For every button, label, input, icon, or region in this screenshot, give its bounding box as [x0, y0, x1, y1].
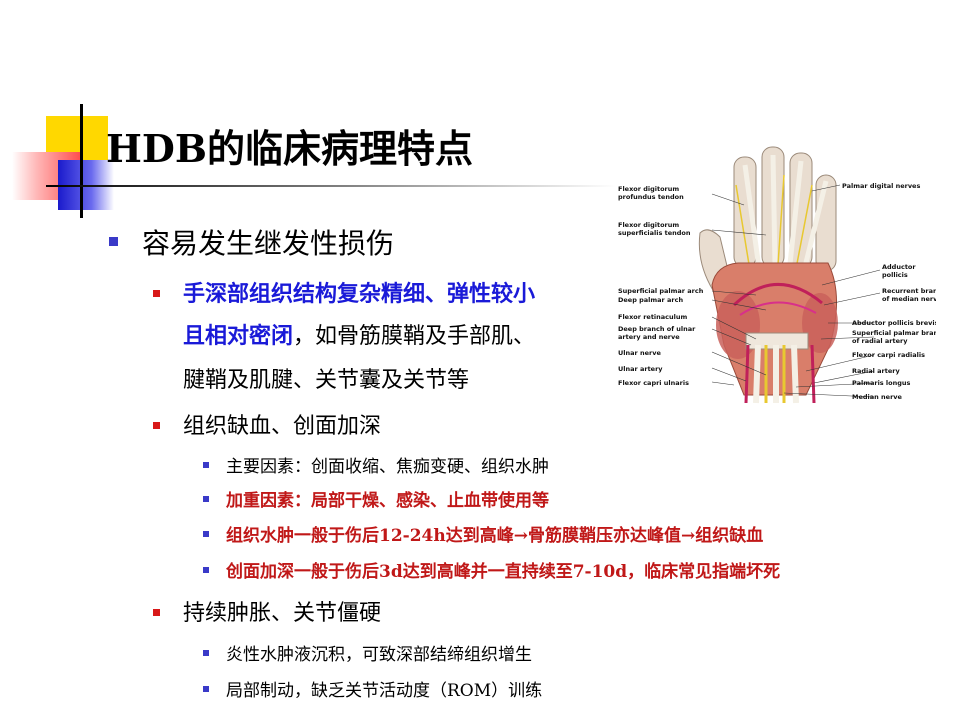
figure-label: Recurrent branch	[882, 287, 936, 295]
figure-label: Deep branch of ulnar	[618, 325, 696, 333]
figure-label: Radial artery	[852, 367, 900, 375]
figure-label: Superficial palmar branch	[852, 329, 936, 337]
figure-label: superficialis tendon	[618, 229, 691, 237]
bullet-marker	[153, 290, 160, 297]
bullet-marker	[203, 496, 209, 502]
bullet-marker	[153, 609, 160, 616]
figure-label: Flexor digitorum	[618, 185, 679, 193]
bullet-marker	[203, 567, 209, 573]
bullet-marker	[203, 462, 209, 468]
list-item: 创面加深一般于伤后3d达到高峰并一直持续至7-10d，临床常见指端坏死	[226, 562, 781, 582]
figure-label: Ulnar artery	[618, 365, 663, 373]
figure-label: artery and nerve	[618, 333, 680, 341]
title-underline	[46, 185, 616, 187]
figure-label: Adductor	[882, 263, 916, 271]
figure-label: Flexor carpi radialis	[852, 351, 925, 359]
figure-label: Flexor capri ulnaris	[618, 379, 689, 387]
slide-title: HDB的临床病理特点	[106, 126, 473, 171]
bullet-marker	[109, 237, 118, 246]
list-item-line2: 且相对密闭，如骨筋膜鞘及手部肌、	[183, 318, 535, 350]
figure-label: of radial artery	[852, 337, 908, 345]
bullet-marker	[203, 531, 209, 537]
list-item-line3: 腱鞘及肌腱、关节囊及关节等	[183, 368, 470, 393]
figure-label: Abductor pollicis brevis	[852, 319, 936, 327]
list-item: 组织水肿一般于伤后12-24h达到高峰→骨筋膜鞘压亦达峰值→组织缺血	[226, 526, 764, 546]
figure-label: Ulnar nerve	[618, 349, 661, 357]
hand-anatomy-figure: Flexor digitorum profundus tendon Flexor…	[616, 145, 947, 407]
list-item-text: ，如骨筋膜鞘及手部肌、	[293, 324, 536, 349]
figure-label: profundus tendon	[618, 193, 684, 201]
list-item: 局部制动，缺乏关节活动度（ROM）训练	[226, 681, 543, 701]
figure-label: Superficial palmar arch	[618, 287, 704, 295]
figure-label: pollicis	[882, 271, 908, 279]
label-leaders	[711, 184, 881, 398]
bullet-marker	[153, 422, 160, 429]
list-item-emphasis: 手深部组织结构复杂精细、弹性较小	[183, 281, 536, 307]
hand-anatomy-illustration: Flexor digitorum profundus tendon Flexor…	[618, 146, 947, 404]
figure-label: Palmar digital nerves	[842, 182, 920, 190]
title-decoration-vertical-line	[80, 104, 83, 218]
bullet-marker	[203, 686, 209, 692]
list-item: 组织缺血、创面加深	[183, 414, 382, 439]
figure-label: Palmaris longus	[852, 379, 911, 387]
list-item: 炎性水肿液沉积，可致深部结缔组织增生	[226, 645, 532, 665]
figure-label: of median nerve	[882, 295, 936, 303]
list-item: 主要因素：创面收缩、焦痂变硬、组织水肿	[226, 457, 549, 477]
list-item: 持续肿胀、关节僵硬	[183, 601, 382, 626]
figure-label: Deep palmar arch	[618, 296, 683, 304]
figure-label: Median nerve	[852, 393, 903, 401]
list-item: 容易发生继发性损伤	[142, 227, 395, 260]
figure-label: Flexor retinaculum	[618, 313, 688, 321]
list-item: 加重因素：局部干燥、感染、止血带使用等	[226, 491, 549, 511]
figure-label: Flexor digitorum	[618, 221, 679, 229]
bullet-marker	[203, 650, 209, 656]
list-item-emphasis: 且相对密闭	[183, 323, 294, 349]
